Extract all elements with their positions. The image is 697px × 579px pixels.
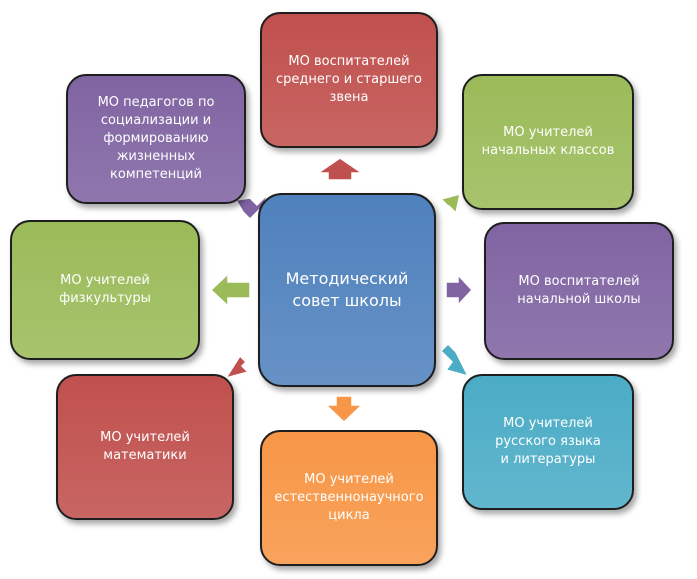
arrow-bottom-left [224,349,259,380]
node-top-left: МО педагогов по социализации и формирова… [66,74,246,204]
node-left: МО учителей физкультуры [10,220,200,360]
node-top: МО воспитателей среднего и старшего звен… [260,12,438,148]
node-top-right-label: МО учителей начальных классов [481,125,615,158]
node-left-label: МО учителей физкультуры [59,273,151,306]
node-bottom: МО учителей естественнонаучного цикла [260,430,438,566]
node-right-label: МО воспитателей начальной школы [517,274,641,307]
node-bottom-right-label: МО учителей русского языка и литературы [495,416,601,467]
node-top-right: МО учителей начальных классов [462,74,634,210]
node-top-label: МО воспитателей среднего и старшего звен… [276,54,422,105]
node-bottom-left-label: МО учителей математики [100,430,190,463]
node-top-left-label: МО педагогов по социализации и формирова… [97,95,215,182]
node-bottom-left: МО учителей математики [56,374,234,520]
arrow-right [445,273,474,307]
node-bottom-right: МО учителей русского языка и литературы [462,374,634,510]
arrow-bottom-right [435,342,470,378]
center-node: Методический совет школы [258,193,436,387]
arrow-left [209,272,251,308]
center-node-label: Методический совет школы [285,269,409,310]
arrow-top-left [234,192,270,221]
arrow-bottom [324,395,364,424]
node-right: МО воспитателей начальной школы [484,222,674,360]
node-bottom-label: МО учителей естественнонаучного цикла [274,472,424,523]
arrow-top [315,157,365,181]
arrow-top-right [434,192,461,219]
